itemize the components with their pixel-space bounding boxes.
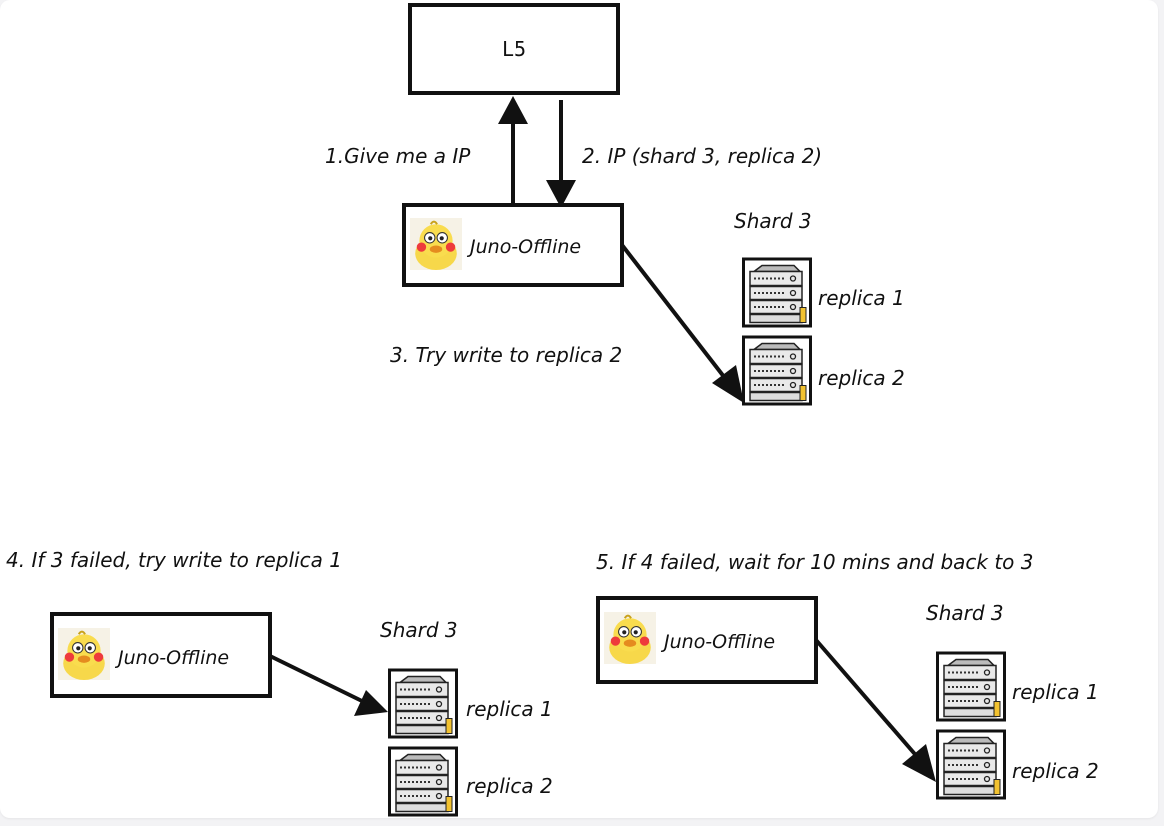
duck-avatar-icon [410,218,462,270]
server-icon [388,746,458,817]
server-icon [742,335,812,406]
replica2-label-bottom-right: replica 2 [1012,759,1099,783]
step5-caption: 5. If 4 failed, wait for 10 mins and bac… [596,550,1034,574]
client-box-bottom-left: Juno-Offline [50,612,272,698]
replica1-label-top: replica 1 [818,286,905,310]
duck-avatar-icon [604,612,656,664]
l5-label: L5 [502,37,526,61]
step3-label: 3. Try write to replica 2 [390,343,622,367]
client-label-bottom-right: Juno-Offline [660,631,775,653]
client-label-top: Juno-Offline [466,236,581,258]
replica2-label-top: replica 2 [818,366,905,390]
arrow-write-replica-1 [269,654,388,716]
server-icon [742,257,812,328]
replica2-label-bottom-left: replica 2 [466,774,553,798]
step1-label: 1.Give me a IP [325,144,471,168]
server-icon [936,651,1006,722]
duck-avatar-icon [58,628,110,680]
arrow-return-ip [546,100,576,208]
step4-caption: 4. If 3 failed, try write to replica 1 [6,548,342,572]
shard-label-bottom-left: Shard 3 [380,618,458,642]
server-icon [936,729,1006,800]
shard-label-bottom-right: Shard 3 [926,601,1004,625]
step2-label: 2. IP (shard 3, replica 2) [582,144,822,168]
client-box-top: Juno-Offline [402,203,624,287]
arrow-back-to-replica-2 [814,638,936,782]
shard-label-top: Shard 3 [734,209,812,233]
server-icon [388,668,458,739]
l5-box: L5 [408,3,620,95]
replica1-label-bottom-left: replica 1 [466,697,553,721]
client-label-bottom-left: Juno-Offline [114,647,229,669]
arrow-request-ip [498,96,528,203]
client-box-bottom-right: Juno-Offline [596,596,818,684]
replica1-label-bottom-right: replica 1 [1012,680,1099,704]
arrow-write-replica-2 [620,243,744,403]
